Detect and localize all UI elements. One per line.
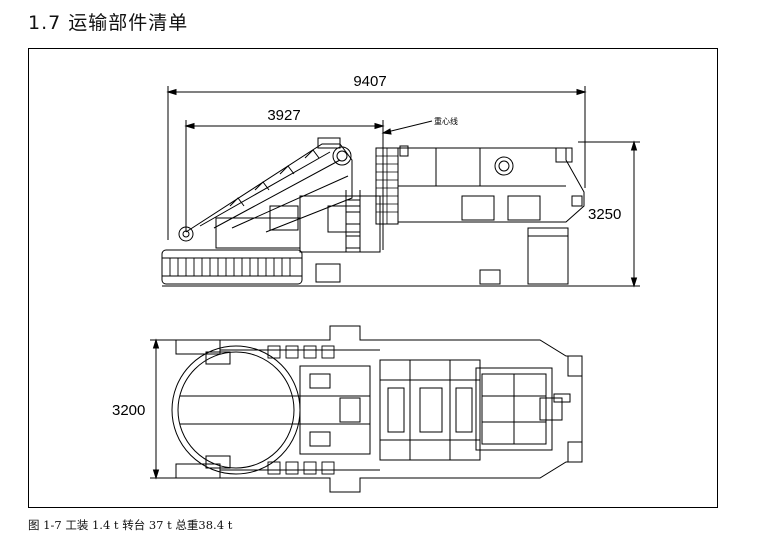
drawing-frame [28,48,718,508]
overall-width-dimension: 3200 [112,402,145,419]
side-view [161,86,640,288]
top-view [150,325,583,493]
front-length-dimension: 3927 [267,107,300,124]
section-title: 1.7 运输部件清单 [28,12,189,34]
center-of-gravity-label: 重心线 [434,116,458,126]
figure-caption: 图 1-7 工装 1.4 t 转台 37 t 总重38.4 t [28,518,233,532]
overall-height-dimension: 3250 [588,206,621,223]
overall-length-dimension: 9407 [353,73,386,90]
